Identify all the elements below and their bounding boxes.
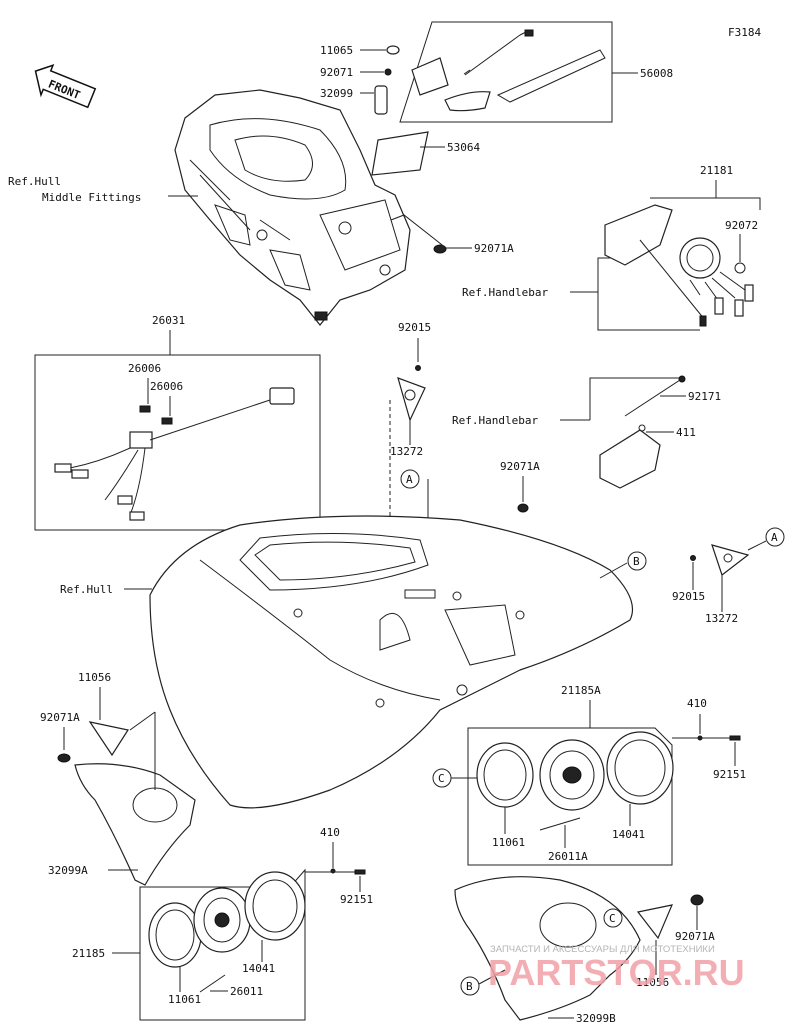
bracket-11056-left [88,721,129,757]
front-arrow-icon: FRONT [34,64,97,109]
part-411-label: 411 [676,426,696,439]
part-92071A-top-label: 92071A [474,242,514,255]
part-26006-a-label: 26006 [128,362,161,375]
ref-handlebar-2-label: Ref.Handlebar [452,414,538,427]
plate-13272-top-shape [397,377,426,422]
part-92015-right-label: 92015 [672,590,705,603]
part-92071A-mid-label: 92071A [500,460,540,473]
part-14041-right-label: 14041 [612,828,645,841]
kit-56008-box [399,21,613,123]
part-13272-top-label: 13272 [390,445,423,458]
plate-13272-right-shape [711,544,750,576]
ref-hull-label: Ref.Hull [60,583,113,596]
part-13272-right-label: 13272 [705,612,738,625]
part-92171-label: 92171 [688,390,721,403]
part-11061-right-label: 11061 [492,836,525,849]
part-26006-b-label: 26006 [150,380,183,393]
hull-drawing [149,515,634,809]
callout-c-right: C [438,772,445,785]
part-92071-label: 92071 [320,66,353,79]
part-56008-label: 56008 [640,67,673,80]
cover-32099B-drawing [454,876,641,1021]
bracket-11056-bottom [636,904,673,940]
part-26011-label: 26011 [230,985,263,998]
part-410-bottom-label: 410 [320,826,340,839]
part-92015-top-label: 92015 [398,321,431,334]
part-92151-bottom-label: 92151 [340,893,373,906]
part-53064-label: 53064 [447,141,480,154]
pad-53064-shape [371,131,429,176]
watermark-line1: ЗАПЧАСТИ И АКСЕССУАРЫ ДЛЯ МОТОТЕХНИКИ [490,944,715,955]
speaker-21185-drawing [148,871,306,993]
part-11061-bottom-label: 11061 [168,993,201,1006]
cover-32099A-drawing [74,763,196,886]
part-21185A-label: 21185A [561,684,601,697]
part-11056-bottom-label: 11056 [636,976,669,989]
deck-frame-drawing [174,89,411,326]
part-92071A-left-label: 92071A [40,711,80,724]
speaker-21185A-drawing [476,731,674,831]
part-32099B-label: 32099B [576,1012,616,1025]
meter-assembly-21181 [604,204,754,327]
callout-b-hull: B [633,555,640,568]
part-92072-label: 92072 [725,219,758,232]
part-410-right-label: 410 [687,697,707,710]
callout-a-top: A [406,473,413,486]
part-11056-left-label: 11056 [78,671,111,684]
part-32099-label: 32099 [320,87,353,100]
ref-hull-middle-label-1: Ref.Hull [8,175,61,188]
watermark-line2: PARTSTOR.RU [488,952,745,993]
callout-b-bottom: B [466,980,473,993]
part-14041-bottom-label: 14041 [242,962,275,975]
harness-26031-drawing [54,387,295,521]
part-21181-label: 21181 [700,164,733,177]
part-11065-label: 11065 [320,44,353,57]
ref-handlebar-1-label: Ref.Handlebar [462,286,548,299]
figure-code: F3184 [728,26,761,39]
callout-c-bottom: C [609,912,616,925]
small-parts-top [374,45,400,115]
part-26031-label: 26031 [152,314,185,327]
callout-a-right: A [771,531,778,544]
ref-hull-middle-label-2: Middle Fittings [42,191,141,204]
part-21185-label: 21185 [72,947,105,960]
part-26011A-label: 26011A [548,850,588,863]
part-92151-right-label: 92151 [713,768,746,781]
part-32099A-label: 32099A [48,864,88,877]
switch-assembly [599,375,686,489]
part-92071A-bottom-label: 92071A [675,930,715,943]
